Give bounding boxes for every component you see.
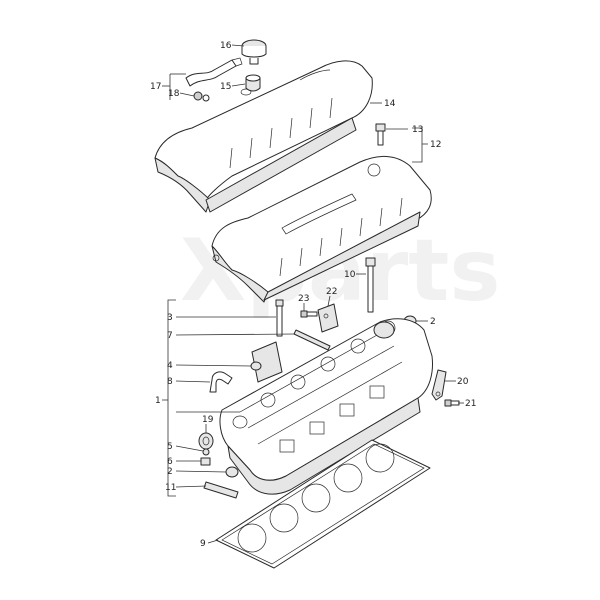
- cover-screw: [375, 123, 386, 146]
- seal-plug: [198, 432, 214, 450]
- label-2-lower: 2: [167, 467, 173, 477]
- insert-tube: [203, 481, 239, 499]
- label-20: 20: [457, 377, 469, 387]
- lifting-eye: [431, 369, 447, 401]
- sleeve: [200, 457, 211, 466]
- label-4: 4: [167, 361, 173, 371]
- hose-clip: [193, 91, 210, 102]
- lower-engine-cover: [211, 156, 432, 303]
- label-1: 1: [155, 396, 161, 406]
- label-3: 3: [167, 313, 173, 323]
- leader-lines: [162, 44, 464, 544]
- label-22: 22: [326, 287, 337, 297]
- cap-nut: [250, 361, 262, 371]
- label-2-right: 2: [430, 317, 436, 327]
- lifting-eye-bolt: [444, 399, 460, 407]
- label-11: 11: [165, 483, 176, 493]
- label-15: 15: [220, 82, 231, 92]
- label-17: 17: [150, 82, 161, 92]
- label-19: 19: [202, 415, 214, 425]
- sealing-plug-lower: [225, 466, 239, 478]
- label-21: 21: [465, 399, 476, 409]
- part-labels: 16 17 18 15 14 13 12 10 2 22 23 1 3 7 4 …: [150, 41, 476, 549]
- label-5: 5: [167, 442, 173, 452]
- label-23: 23: [298, 294, 309, 304]
- label-13: 13: [412, 125, 423, 135]
- small-plug: [202, 448, 210, 456]
- label-10: 10: [344, 270, 356, 280]
- label-16: 16: [220, 41, 232, 51]
- dowel-pin: [293, 329, 331, 351]
- cylinder-head: [219, 318, 433, 495]
- label-8: 8: [167, 377, 173, 387]
- grommet: [245, 74, 261, 92]
- bearing-cap-bolt: [275, 299, 284, 337]
- bent-pipe: [209, 371, 233, 393]
- label-7: 7: [167, 331, 173, 341]
- bracket: [317, 303, 339, 333]
- label-18: 18: [168, 89, 180, 99]
- head-gasket: [215, 439, 431, 569]
- filler-cap: [241, 39, 267, 65]
- label-12: 12: [430, 140, 441, 150]
- label-9: 9: [200, 539, 206, 549]
- breather-hose: [185, 57, 243, 87]
- long-bolt: [365, 257, 376, 313]
- label-6: 6: [167, 457, 173, 467]
- label-14: 14: [384, 99, 396, 109]
- small-bolt: [300, 310, 318, 318]
- upper-engine-cover: [154, 60, 373, 213]
